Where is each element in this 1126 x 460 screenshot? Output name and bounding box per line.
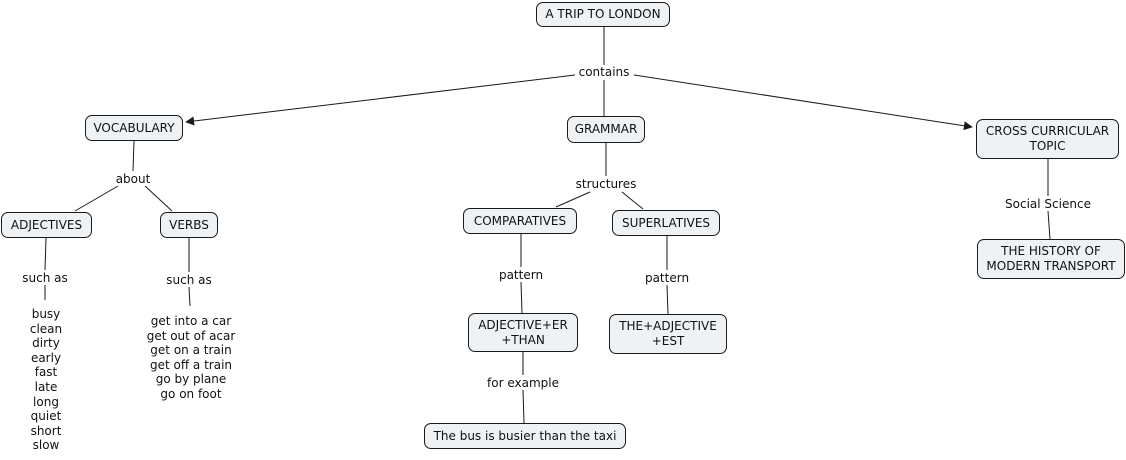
verb-item: get out of acar [146,328,236,343]
link-forexample-example [522,389,525,424]
example-concept[interactable]: The bus is busier than the taxi [424,423,626,449]
adjective-er-than-concept[interactable]: ADJECTIVE+ER +THAN [468,313,578,352]
verb-item: get off a train [149,357,233,372]
link-label-contains: contains [576,65,632,79]
link-suchas-verblist [188,286,191,307]
verb-item: go on foot [160,386,222,401]
adjective-item: dirty [32,336,60,351]
comparatives-concept[interactable]: COMPARATIVES [463,208,577,234]
history-transport-concept[interactable]: THE HISTORY OF MODERN TRANSPORT [977,239,1125,279]
grammar-concept[interactable]: GRAMMAR [567,116,645,143]
adjective-item: early [30,350,62,365]
arrow-to-cross [633,74,973,131]
link-about-verbs [144,185,173,212]
cross-curricular-concept[interactable]: CROSS CURRICULAR TOPIC [976,119,1119,159]
the-adjective-est-concept[interactable]: THE+ADJECTIVE +EST [609,314,727,354]
adjective-item: long [33,394,59,409]
link-about-adjectives [74,185,119,212]
adjective-item: slow [32,438,60,453]
arrow-to-vocabulary [185,74,576,126]
link-pattern-theadjest [666,284,669,315]
adjective-item: quiet [30,409,62,424]
root-concept[interactable]: A TRIP TO LONDON [536,2,670,27]
link-label-such-as-verbs: such as [164,273,214,287]
verb-examples-list: get into a car get out of acar get on a … [147,314,236,402]
link-label-structures: structures [573,177,639,191]
link-adjectives-suchas [44,237,47,271]
adjective-item: fast [34,365,58,380]
link-label-about: about [113,172,153,186]
link-label-for-example: for example [485,376,561,390]
adjective-item: late [34,379,58,394]
link-label-such-as-adjectives: such as [20,271,70,285]
link-social-history [1047,210,1051,240]
superlatives-concept[interactable]: SUPERLATIVES [612,210,720,236]
verb-item: get into a car [150,314,232,328]
link-structures-superlatives [621,191,644,210]
adjective-item: short [30,423,62,438]
adjectives-concept[interactable]: ADJECTIVES [1,212,92,238]
adjective-item: clean [29,321,63,336]
verbs-concept[interactable]: VERBS [160,212,218,238]
adjective-item: busy [31,307,61,321]
link-pattern-adjer [520,281,523,314]
link-label-social-science: Social Science [1003,197,1093,211]
link-vocab-about [132,140,135,172]
verb-item: go by plane [155,372,227,387]
vocabulary-concept[interactable]: VOCABULARY [85,115,183,141]
link-label-pattern-comparatives: pattern [496,268,546,282]
link-label-pattern-superlatives: pattern [642,271,692,285]
verb-item: get on a train [150,343,232,358]
adjective-examples-list: busy clean dirty early fast late long qu… [30,307,62,453]
link-structures-comparatives [555,191,591,208]
